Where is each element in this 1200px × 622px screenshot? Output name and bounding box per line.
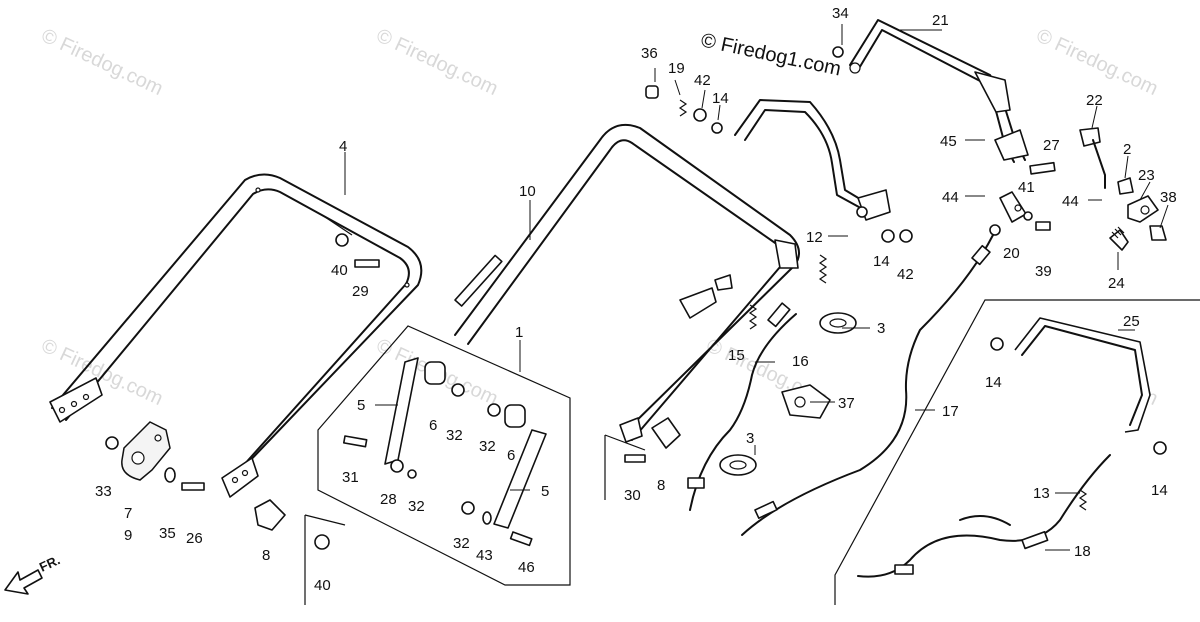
cables (687, 234, 1111, 578)
callout-34: 34 (832, 5, 849, 22)
callout-18: 18 (1074, 543, 1091, 560)
callout-26: 26 (186, 530, 203, 547)
callout-28: 28 (380, 491, 397, 508)
callout-3: 3 (877, 320, 885, 337)
front-label: FR. (37, 552, 62, 574)
cable-clips (719, 312, 857, 476)
bracket-part-7-9 (121, 421, 171, 481)
hardware (105, 46, 1167, 550)
callout-44: 44 (1062, 193, 1079, 210)
callout-6: 6 (429, 417, 437, 434)
callout-6: 6 (507, 447, 515, 464)
callout-23: 23 (1138, 167, 1155, 184)
throttle-bar-part-21 (849, 19, 1029, 163)
callout-24: 24 (1108, 275, 1125, 292)
callout-1: 1 (515, 324, 523, 341)
callout-32: 32 (408, 498, 425, 515)
callout-31: 31 (342, 469, 359, 486)
watermark: © Firedog.com (373, 25, 501, 100)
copyright-mark: © Firedog1.com (699, 29, 843, 80)
callout-33: 33 (95, 483, 112, 500)
callout-10: 10 (519, 183, 536, 200)
callout-19: 19 (668, 60, 685, 77)
callout-9: 9 (124, 527, 132, 544)
callouts: 4 10 1 5 5 6 6 32 32 32 32 31 28 43 46 4… (95, 5, 1177, 594)
lever-assembly (1079, 127, 1167, 251)
front-direction-indicator: FR. (4, 552, 62, 595)
callout-20: 20 (1003, 245, 1020, 262)
callout-39: 39 (1035, 263, 1052, 280)
callout-14: 14 (1151, 482, 1168, 499)
link-assembly-box (317, 325, 571, 586)
callout-40: 40 (314, 577, 331, 594)
callout-5: 5 (541, 483, 549, 500)
callout-21: 21 (932, 12, 949, 29)
callout-32: 32 (453, 535, 470, 552)
callout-44: 44 (942, 189, 959, 206)
callout-36: 36 (641, 45, 658, 62)
callout-41: 41 (1018, 179, 1035, 196)
callout-2: 2 (1123, 141, 1131, 158)
callout-40: 40 (331, 262, 348, 279)
upper-handle-part-10 (454, 124, 800, 443)
callout-17: 17 (942, 403, 959, 420)
watermark: © Firedog.com (38, 25, 166, 100)
callout-12: 12 (806, 229, 823, 246)
leader-lines (344, 24, 1169, 551)
callout-15: 15 (728, 347, 745, 364)
callout-14: 14 (985, 374, 1002, 391)
callout-30: 30 (624, 487, 641, 504)
callout-3: 3 (746, 430, 754, 447)
section-dividers (304, 214, 1200, 605)
callout-27: 27 (1043, 137, 1060, 154)
callout-37: 37 (838, 395, 855, 412)
callout-42: 42 (694, 72, 711, 89)
callout-14: 14 (712, 90, 729, 107)
callout-22: 22 (1086, 92, 1103, 109)
callout-42: 42 (897, 266, 914, 283)
callout-35: 35 (159, 525, 176, 542)
callout-45: 45 (940, 133, 957, 150)
callout-29: 29 (352, 283, 369, 300)
callout-46: 46 (518, 559, 535, 576)
fasteners-right (989, 161, 1056, 236)
callout-4: 4 (339, 138, 347, 155)
callout-7: 7 (124, 505, 132, 522)
callout-32: 32 (446, 427, 463, 444)
springs (678, 99, 1088, 511)
callout-8: 8 (262, 547, 270, 564)
control-bar (734, 99, 891, 221)
callout-38: 38 (1160, 189, 1177, 206)
callout-13: 13 (1033, 485, 1050, 502)
watermark: © Firedog.com (1033, 25, 1161, 100)
callout-8: 8 (657, 477, 665, 494)
callout-32: 32 (479, 438, 496, 455)
lower-handle-part-4 (49, 173, 423, 498)
callout-43: 43 (476, 547, 493, 564)
callout-5: 5 (357, 397, 365, 414)
callout-16: 16 (792, 353, 809, 370)
callout-25: 25 (1123, 313, 1140, 330)
callout-14: 14 (873, 253, 890, 270)
